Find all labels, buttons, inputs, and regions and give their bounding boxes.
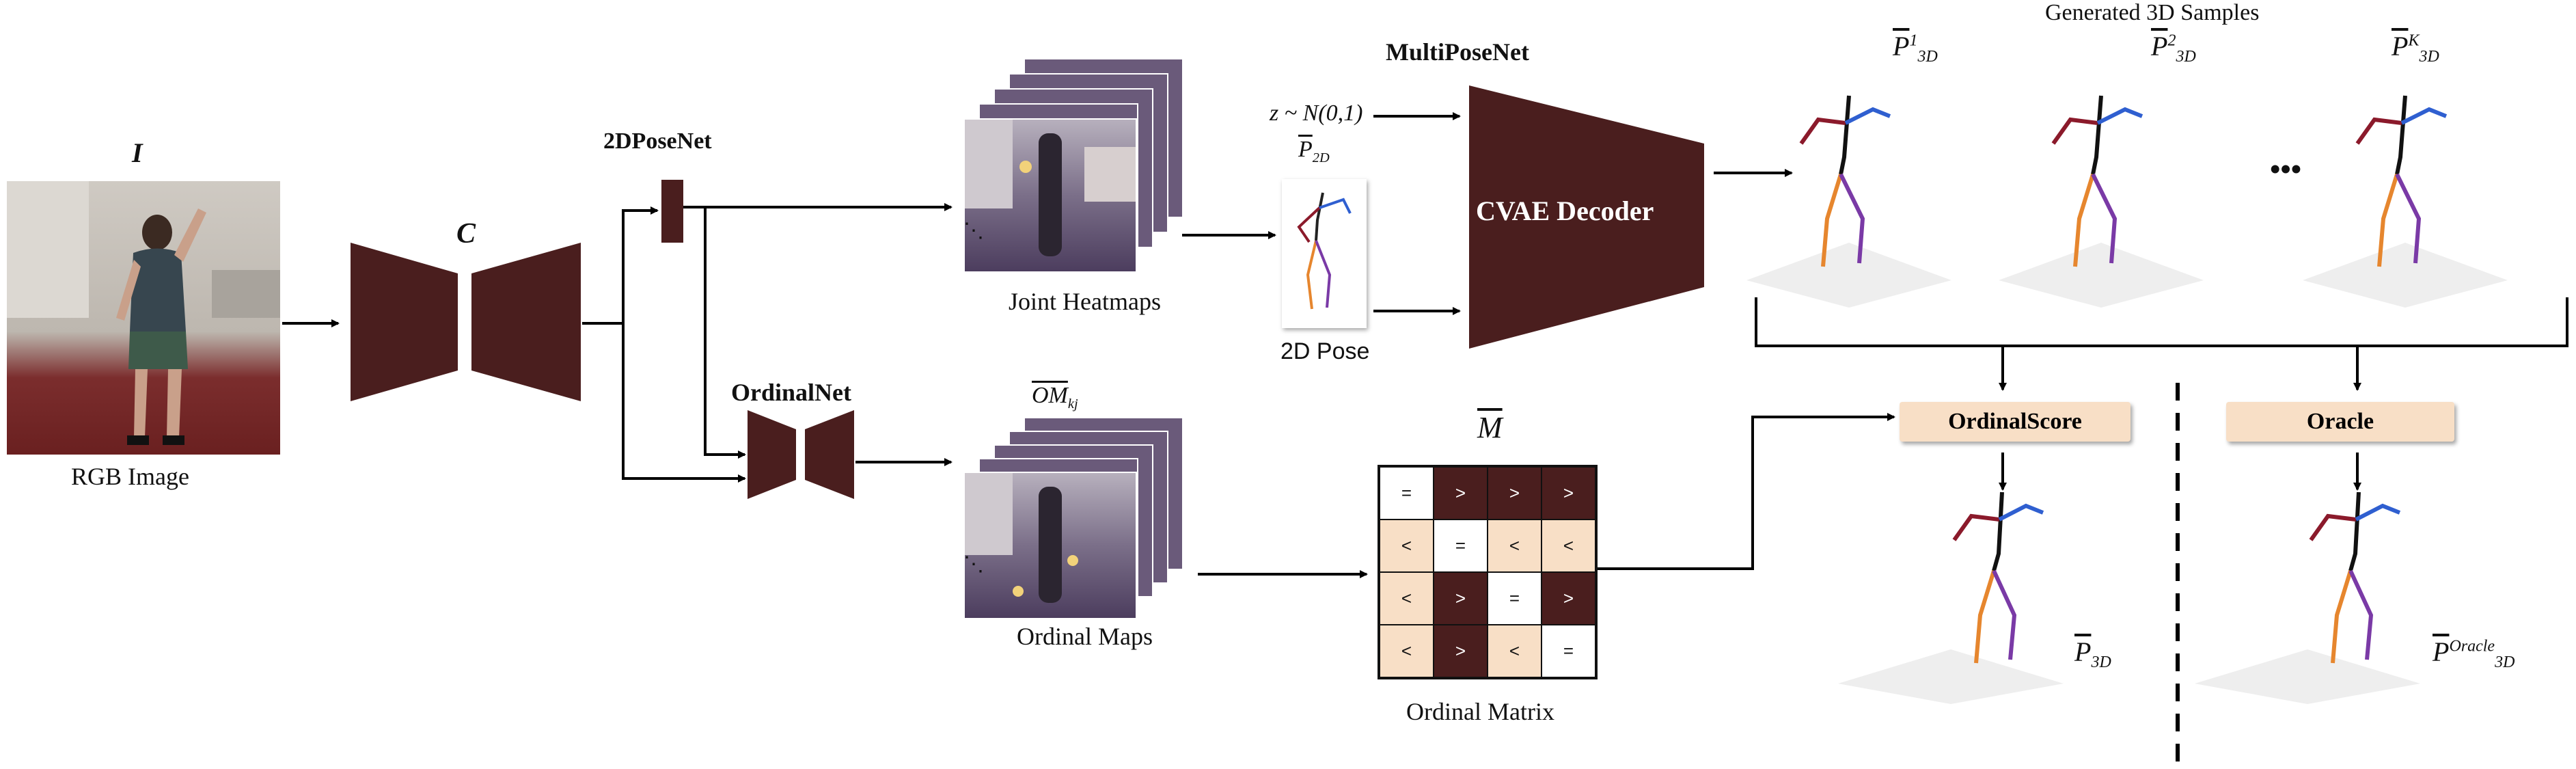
ordinal-matrix: =>>><=<<<>=><><= bbox=[1378, 465, 1598, 679]
ordinal-matrix-caption: Ordinal Matrix bbox=[1406, 698, 1554, 725]
matrix-cell: < bbox=[1542, 520, 1595, 572]
input-symbol: I bbox=[132, 137, 143, 168]
pose2d-head-shape bbox=[661, 180, 683, 243]
rgb-input-image bbox=[7, 181, 280, 455]
backbone-encoder-shape bbox=[351, 243, 458, 401]
backbone-symbol: C bbox=[456, 218, 476, 249]
oracle-pose bbox=[2195, 491, 2420, 704]
person-silhouette bbox=[116, 208, 206, 445]
selected-pose bbox=[1838, 491, 2064, 704]
sample-2-pose bbox=[1999, 95, 2204, 308]
ordinal-maps-stack bbox=[963, 417, 1189, 622]
sample-k-symbol: PK3D bbox=[2392, 31, 2439, 66]
om-symbol: OMkj bbox=[1032, 383, 1078, 412]
matrix-cell: < bbox=[1380, 625, 1434, 677]
heatmap-front bbox=[963, 118, 1137, 273]
matrix-cell: > bbox=[1434, 467, 1488, 520]
multiposenet-title: MultiPoseNet bbox=[1386, 38, 1529, 66]
matrix-symbol: M bbox=[1477, 411, 1503, 444]
sample-1-symbol: P13D bbox=[1893, 31, 1938, 66]
matrix-cell: < bbox=[1488, 520, 1542, 572]
backbone-decoder-shape bbox=[471, 243, 581, 401]
rgb-image-caption: RGB Image bbox=[71, 463, 189, 490]
sample-k-pose bbox=[2303, 95, 2508, 308]
samples-ellipsis: ••• bbox=[2270, 152, 2302, 186]
matrix-cell: < bbox=[1488, 625, 1542, 677]
pose2dnet-label: 2DPoseNet bbox=[603, 129, 712, 154]
arrow-to-pose2d bbox=[622, 206, 659, 323]
matrix-cell: > bbox=[1434, 625, 1488, 677]
matrix-cell: = bbox=[1434, 520, 1488, 572]
generated-samples-title: Generated 3D Samples bbox=[2045, 0, 2260, 25]
pose2d-thumbnail bbox=[1282, 179, 1367, 328]
oracle-box: Oracle bbox=[2226, 402, 2454, 442]
z-prior-label: z ~ N(0,1) bbox=[1270, 100, 1363, 126]
cvae-decoder-shape bbox=[1469, 85, 1704, 349]
matrix-cell: > bbox=[1542, 572, 1595, 625]
matrix-cell: > bbox=[1488, 467, 1542, 520]
ordinalnet-decoder-shape bbox=[805, 410, 854, 499]
heatmap-dots: ⋱ bbox=[963, 219, 984, 242]
arrow-pose2d-branch-down bbox=[704, 207, 746, 459]
ordinalnet-label: OrdinalNet bbox=[731, 379, 851, 406]
sample-2-symbol: P23D bbox=[2151, 31, 2196, 66]
cvae-decoder-label: CVAE Decoder bbox=[1476, 195, 1654, 226]
pose2d-caption: 2D Pose bbox=[1280, 338, 1370, 364]
joint-heatmaps-caption: Joint Heatmaps bbox=[1009, 288, 1161, 315]
pose2d-skeleton bbox=[1297, 192, 1352, 310]
selected-pose-symbol: P3D bbox=[2074, 636, 2111, 671]
samples-bracket bbox=[1755, 297, 2568, 347]
matrix-cell: = bbox=[1488, 572, 1542, 625]
ordinal-map-front bbox=[963, 472, 1137, 619]
arrow-matrix-to-ordinalscore bbox=[1598, 413, 1895, 570]
sample-1-pose bbox=[1746, 95, 1951, 308]
joint-heatmaps-stack bbox=[963, 58, 1189, 273]
p2d-symbol: P2D bbox=[1298, 137, 1330, 165]
ordinal-maps-dots: ⋱ bbox=[963, 553, 984, 576]
matrix-cell: > bbox=[1434, 572, 1488, 625]
matrix-cell: = bbox=[1380, 467, 1434, 520]
arrow-to-ordinalnet bbox=[622, 323, 746, 483]
ordinalscore-box: OrdinalScore bbox=[1900, 402, 2130, 442]
matrix-cell: < bbox=[1380, 572, 1434, 625]
ordinal-maps-caption: Ordinal Maps bbox=[1017, 623, 1153, 650]
ordinalnet-encoder-shape bbox=[748, 410, 796, 499]
matrix-cell: < bbox=[1380, 520, 1434, 572]
matrix-cell: = bbox=[1542, 625, 1595, 677]
oracle-pose-symbol: POracle3D bbox=[2433, 636, 2515, 671]
matrix-cell: > bbox=[1542, 467, 1595, 520]
